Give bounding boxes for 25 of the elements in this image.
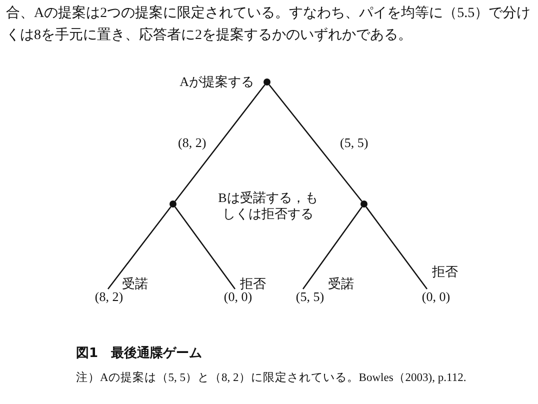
edge-label: 拒否 [432, 264, 458, 280]
body-text: くは8を手元に置き、応答者に2を提案するかのいずれかである。 [6, 28, 412, 44]
edge-label: 受諾 [122, 276, 148, 292]
tree-branch [366, 206, 428, 290]
tree-branch [302, 206, 362, 290]
decision-node-dot [360, 200, 368, 208]
edge-label: (8, 2) [178, 135, 206, 151]
tree-branch [107, 206, 172, 290]
decision-node-dot [170, 200, 176, 208]
edge-label: (5, 5) [340, 135, 368, 151]
edge-label: 拒否 [240, 276, 266, 292]
edge-label: 受諾 [328, 276, 354, 292]
body-text: 合、Aの提案は2つの提案に限定されている。すなわち、パイを均等に（5.5）で分け [6, 6, 531, 22]
payoff-label: (5, 5) [284, 289, 336, 305]
payoff-label: (0, 0) [212, 289, 264, 305]
payoff-label: (0, 0) [410, 289, 462, 305]
tree-branch [174, 206, 236, 290]
player-label: Aが提案する [178, 74, 254, 90]
figure-caption: 図1 最後通牒ゲーム [76, 346, 202, 362]
tree-branch [174, 84, 266, 202]
tree-branch [268, 84, 362, 202]
decision-node-dot [264, 78, 270, 86]
note-text: 注）Aの提案は（5, 5）と（8, 2）に限定されている。Bowles（2003), p.112. [76, 370, 466, 386]
annotation-text: Bは受諾する，もしくは拒否する [217, 190, 319, 222]
payoff-label: (8, 2) [82, 289, 136, 305]
